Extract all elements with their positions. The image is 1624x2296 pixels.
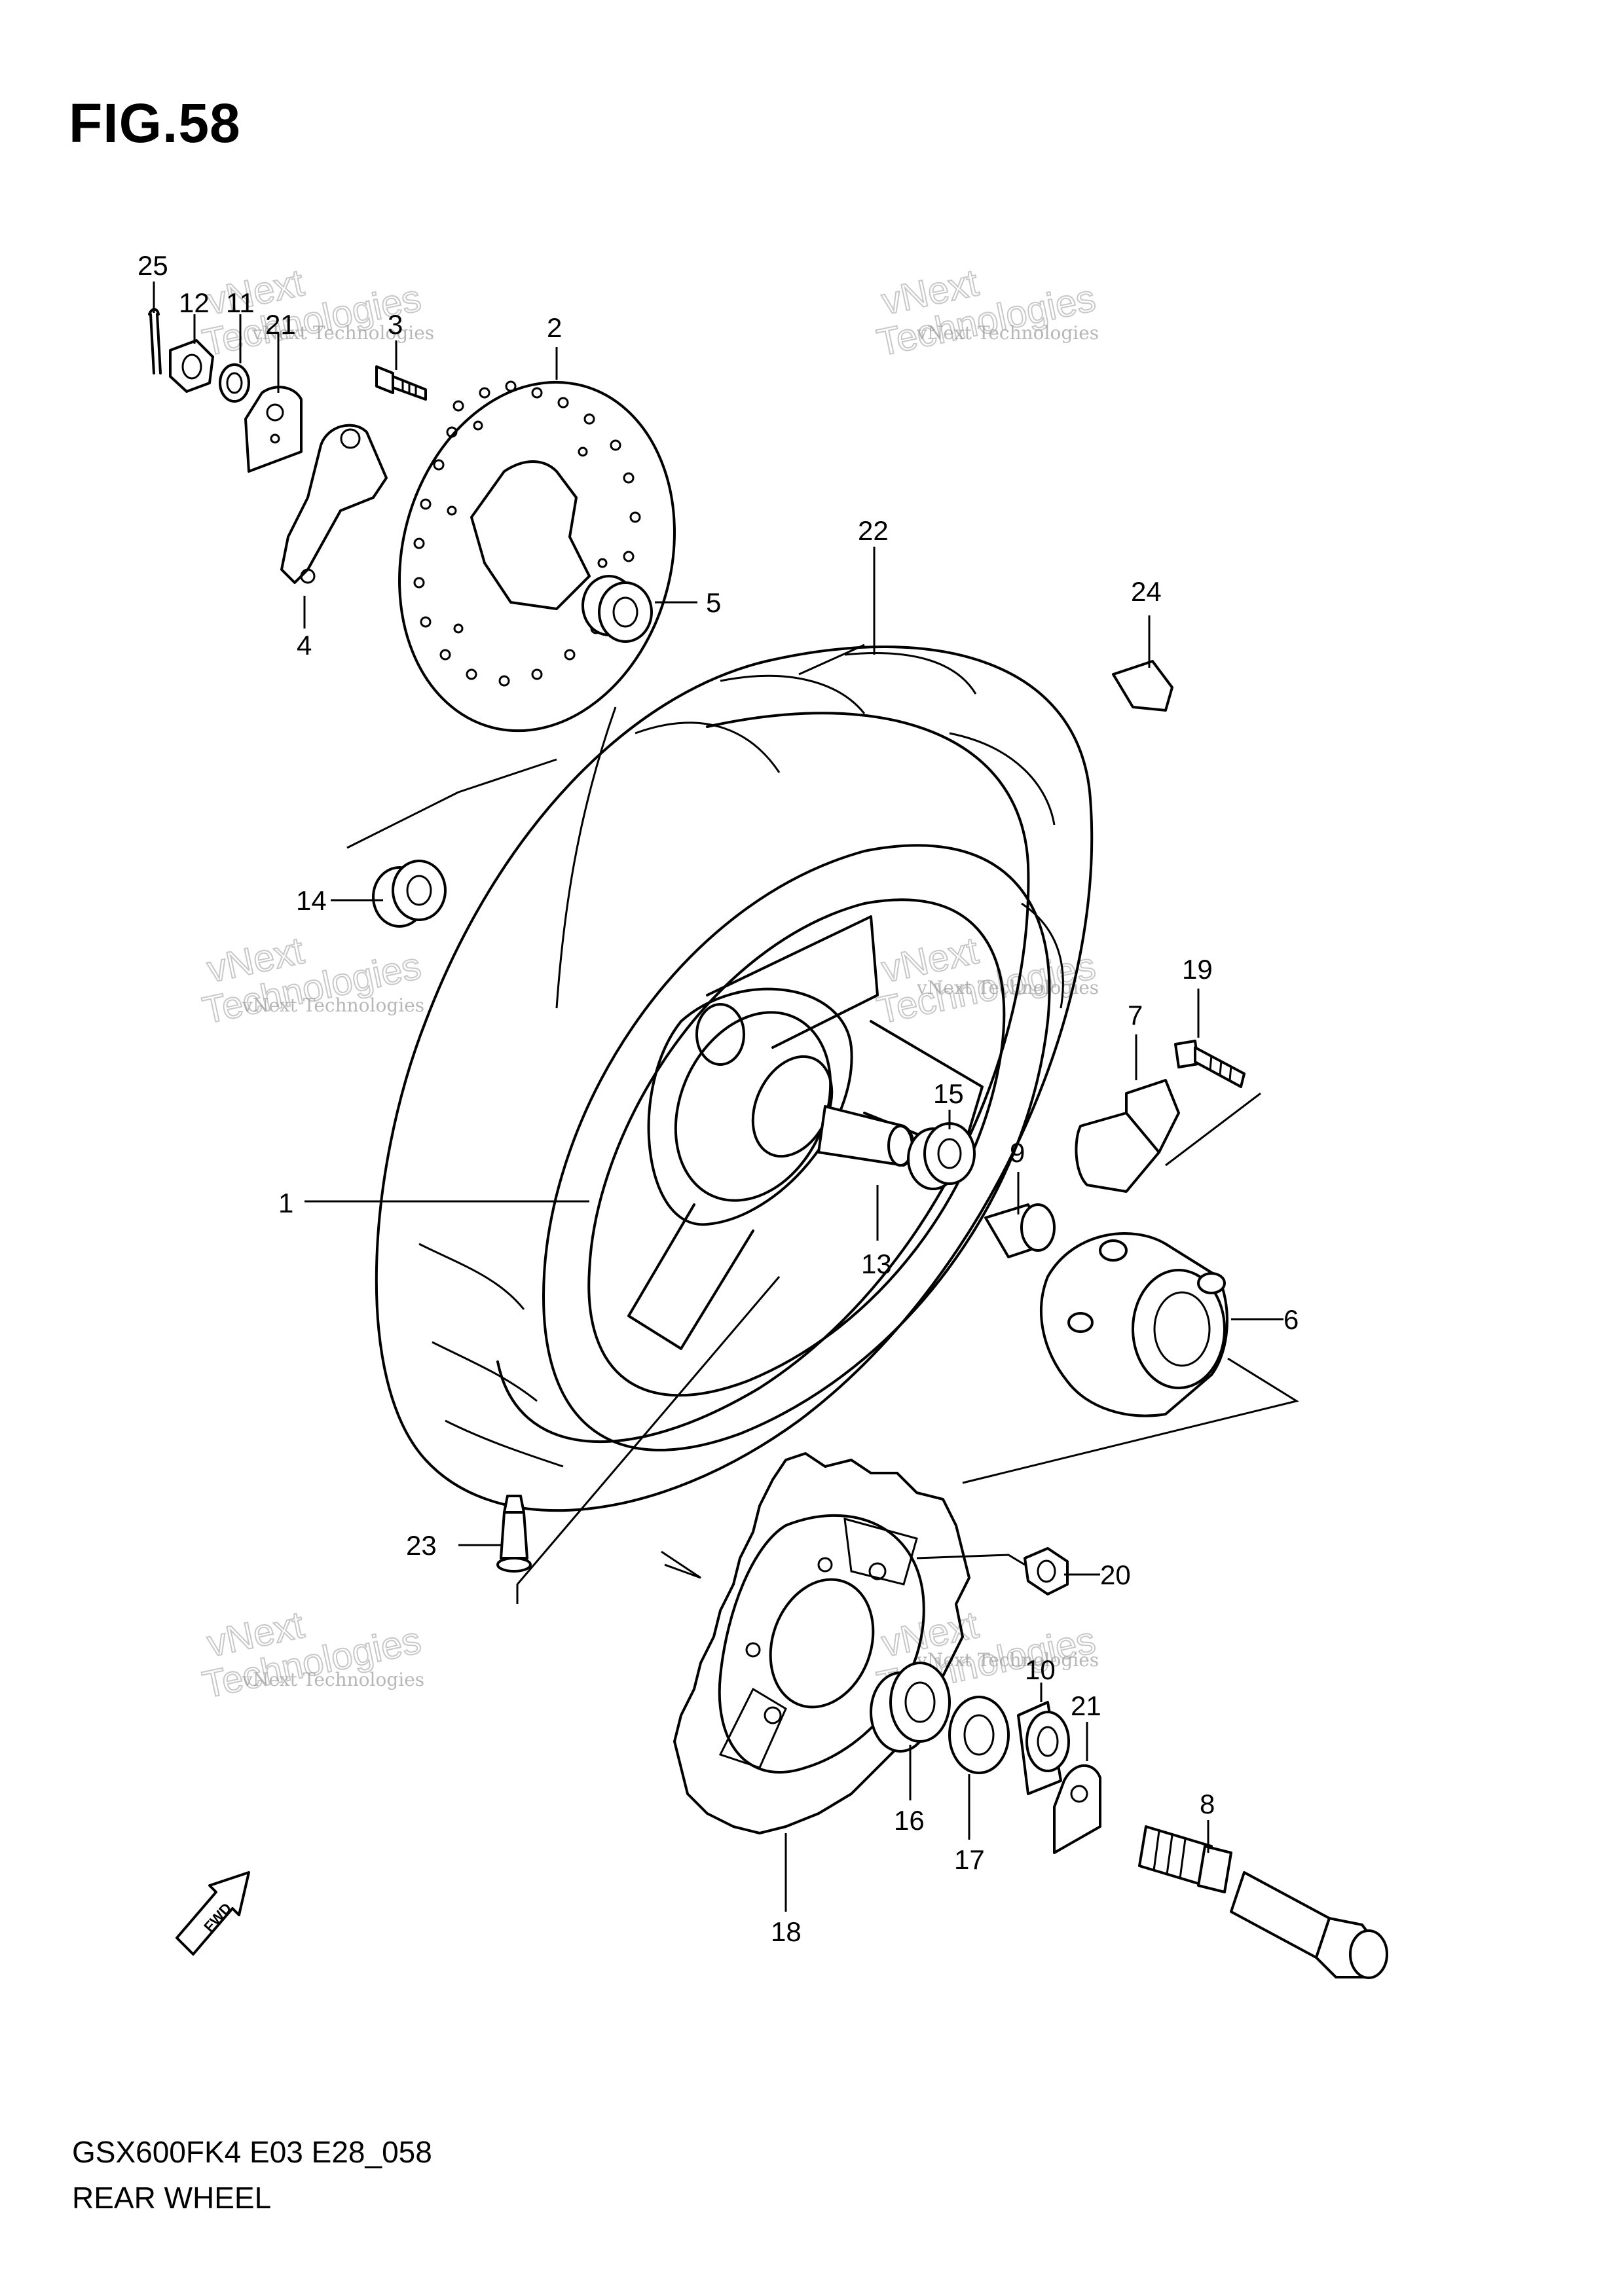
leader-lines (153, 282, 1299, 1912)
sprocket-drum-bolt (1174, 1040, 1246, 1088)
svg-text:vNext Technologies: vNext Technologies (916, 322, 1099, 344)
tire-sidewall (496, 712, 1030, 1444)
callout-3: 3 (388, 309, 403, 340)
rear-tire-and-wheel (375, 646, 1094, 1512)
callout-5: 5 (706, 587, 721, 618)
rim-inner (587, 898, 1006, 1397)
sprocket-nut (1024, 1547, 1069, 1595)
disc-center-hole (470, 460, 591, 610)
callout-22: 22 (858, 515, 889, 546)
sprocket-bearing (870, 1662, 951, 1753)
svg-text:vNext Technologies: vNext Technologies (916, 1649, 1099, 1671)
callout-7: 7 (1128, 1000, 1143, 1030)
cush-damper (1075, 1079, 1180, 1193)
caliper-bracket (280, 424, 388, 584)
callout-6: 6 (1283, 1304, 1299, 1335)
callout-16: 16 (894, 1805, 925, 1836)
fwd-arrow-icon: FWD (175, 1871, 250, 1956)
callout-labels: 25 12 11 21 3 2 4 5 22 24 14 19 7 15 9 1… (138, 250, 1299, 1947)
callout-4: 4 (297, 630, 312, 661)
brake-disc (398, 380, 676, 733)
disc-bolt (375, 365, 427, 401)
figure-title: FIG.58 (69, 92, 241, 154)
bearing-right (907, 1122, 976, 1190)
spoke-right (863, 1020, 984, 1154)
chain-adjuster-plate (244, 386, 303, 473)
callout-11: 11 (226, 287, 255, 318)
watermark: vNext Technologies (873, 261, 1100, 365)
callout-10: 10 (1025, 1654, 1056, 1685)
rear-sprocket (673, 1452, 970, 1834)
callout-18: 18 (771, 1916, 802, 1947)
spring-clip (1112, 660, 1173, 712)
callout-20: 20 (1100, 1559, 1131, 1590)
bearing-left (372, 860, 447, 928)
oil-seal (948, 1696, 1010, 1774)
callout-25: 25 (138, 250, 168, 281)
sprocket-drum (1040, 1232, 1228, 1417)
watermark: vNext Technologies (873, 928, 1100, 1032)
spoke-upper (706, 915, 879, 1049)
callout-2: 2 (547, 312, 562, 343)
castle-nut (169, 339, 214, 393)
callout-23: 23 (406, 1530, 437, 1561)
spoke-lower (627, 1203, 754, 1350)
spacer (984, 1203, 1056, 1258)
washer (219, 363, 250, 403)
chain-adjuster-plate-right (1053, 1764, 1101, 1854)
rim-outer (542, 844, 1051, 1451)
callout-13: 13 (861, 1248, 892, 1279)
tire-valve (496, 1495, 532, 1573)
callout-1: 1 (278, 1188, 293, 1218)
callout-15: 15 (933, 1078, 964, 1109)
rear-axle (1138, 1825, 1388, 1979)
model-code: GSX600FK4 E03 E28_058 (72, 2135, 432, 2169)
callout-21: 21 (265, 309, 296, 340)
callout-24: 24 (1131, 576, 1162, 607)
axle-nut-set (148, 308, 303, 473)
axle-spacer (1017, 1701, 1070, 1795)
callout-19: 19 (1182, 954, 1213, 985)
callout-8: 8 (1200, 1789, 1215, 1819)
callout-12: 12 (179, 287, 210, 318)
svg-text:vNext Technologies: vNext Technologies (916, 977, 1099, 998)
callout-17: 17 (954, 1844, 985, 1875)
assembly-name: REAR WHEEL (72, 2181, 272, 2215)
watermark-small: vNext Technologies (251, 322, 434, 344)
disc-collar (581, 575, 653, 643)
callout-14: 14 (296, 885, 327, 916)
hub-outer (647, 987, 853, 1226)
disc-holes (413, 380, 641, 687)
tire-outline (375, 646, 1094, 1512)
callout-21-right: 21 (1071, 1690, 1101, 1721)
callout-9: 9 (1010, 1137, 1025, 1168)
svg-text:vNext Technologies: vNext Technologies (242, 994, 424, 1016)
svg-text:vNext Technologies: vNext Technologies (242, 1669, 424, 1690)
